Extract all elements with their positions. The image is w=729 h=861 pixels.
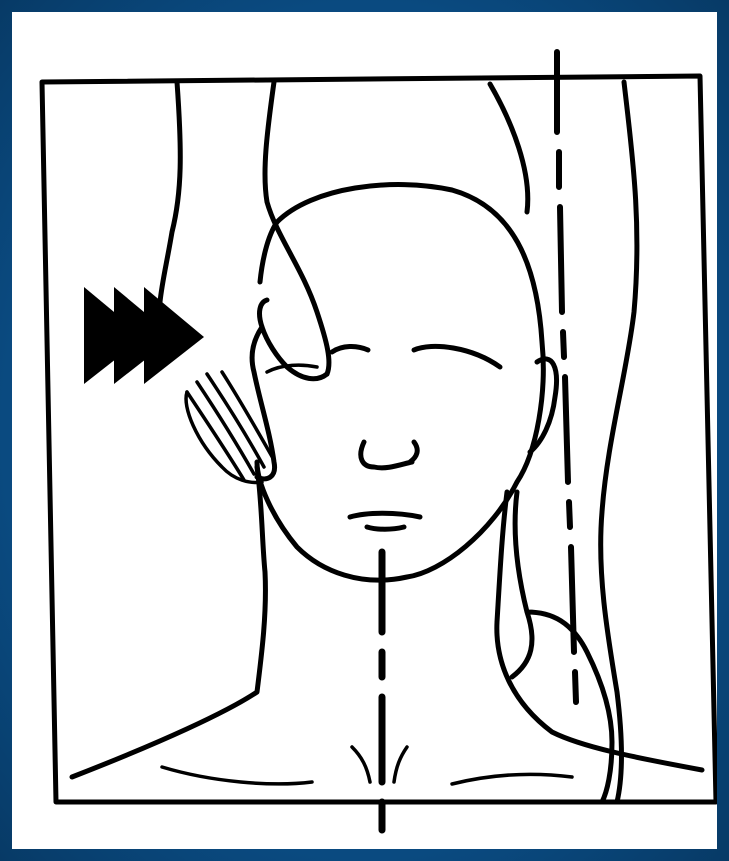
left-clavicle bbox=[162, 767, 312, 784]
finger-2 bbox=[197, 382, 254, 474]
head-outline-left bbox=[260, 222, 277, 282]
head-outline bbox=[257, 185, 543, 581]
examiner-right-hand bbox=[512, 492, 612, 802]
mouth-lower bbox=[367, 527, 404, 529]
left-eye bbox=[332, 346, 368, 352]
mouth-upper bbox=[350, 513, 420, 517]
neck-left bbox=[72, 467, 265, 777]
examiner-arm-left bbox=[160, 82, 180, 302]
vertical-reference-line bbox=[557, 52, 576, 702]
finger-1 bbox=[187, 392, 244, 480]
examiner-right-arm-inner bbox=[490, 84, 528, 212]
right-eye bbox=[414, 346, 500, 367]
push-arrows-icon bbox=[84, 287, 204, 384]
examiner-arm-right bbox=[265, 82, 329, 374]
head-tilt-diagram bbox=[12, 12, 717, 849]
nose bbox=[361, 442, 417, 468]
right-clavicle bbox=[452, 774, 572, 784]
illustration-panel bbox=[12, 12, 717, 849]
